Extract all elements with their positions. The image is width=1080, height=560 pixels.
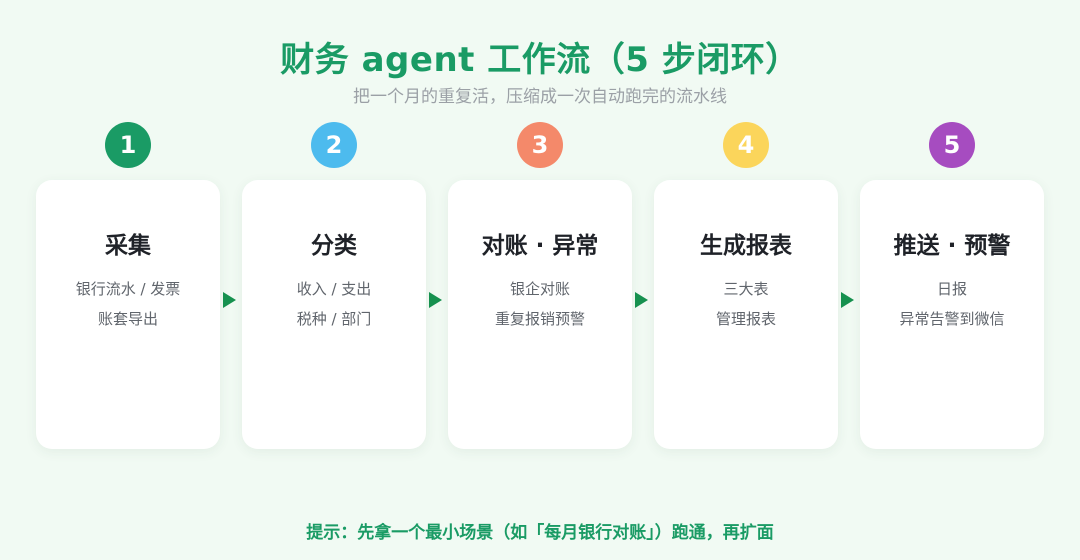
step-4-to-5-arrow-icon [841,292,854,308]
step-4-card: 生成报表 三大表 管理报表 [654,180,838,449]
step-1-line-1: 银行流水 / 发票 [75,280,181,298]
step-2-card: 分类 收入 / 支出 税种 / 部门 [242,180,426,449]
step-5-card: 推送 · 预警 日报 异常告警到微信 [860,180,1044,449]
step-5-line-1: 日报 [936,280,967,298]
step-3-to-4-arrow-icon [635,292,648,308]
step-2-line-2: 税种 / 部门 [296,310,372,328]
step-4-line-2: 管理报表 [715,310,776,328]
step-5-title: 推送 · 预警 [893,233,1011,259]
step-3-number-badge: 3 [517,122,563,168]
step-4-line-1: 三大表 [723,280,769,298]
diagram-subtitle: 把一个月的重复活，压缩成一次自动跑完的流水线 [353,87,727,107]
step-1-line-2: 账套导出 [97,310,158,328]
step-1-number-badge: 1 [105,122,151,168]
step-5-number-badge: 5 [929,122,975,168]
step-4-title: 生成报表 [700,233,792,259]
step-4-number-badge: 4 [723,122,769,168]
step-5-line-2: 异常告警到微信 [899,310,1005,328]
step-1-to-2-arrow-icon [223,292,236,308]
step-3-line-2: 重复报销预警 [494,310,585,328]
step-2-line-1: 收入 / 支出 [296,280,372,298]
step-1-card: 采集 银行流水 / 发票 账套导出 [36,180,220,449]
step-2-to-3-arrow-icon [429,292,442,308]
step-3-card: 对账 · 异常 银企对账 重复报销预警 [448,180,632,449]
diagram-title: 财务 agent 工作流（5 步闭环） [280,40,800,80]
step-3-line-1: 银企对账 [509,280,570,298]
step-1-title: 采集 [105,233,151,259]
step-2-number-badge: 2 [311,122,357,168]
footer-tip: 提示：先拿一个最小场景（如「每月银行对账」）跑通，再扩面 [306,523,774,543]
step-3-title: 对账 · 异常 [481,233,599,259]
step-2-title: 分类 [311,233,357,259]
